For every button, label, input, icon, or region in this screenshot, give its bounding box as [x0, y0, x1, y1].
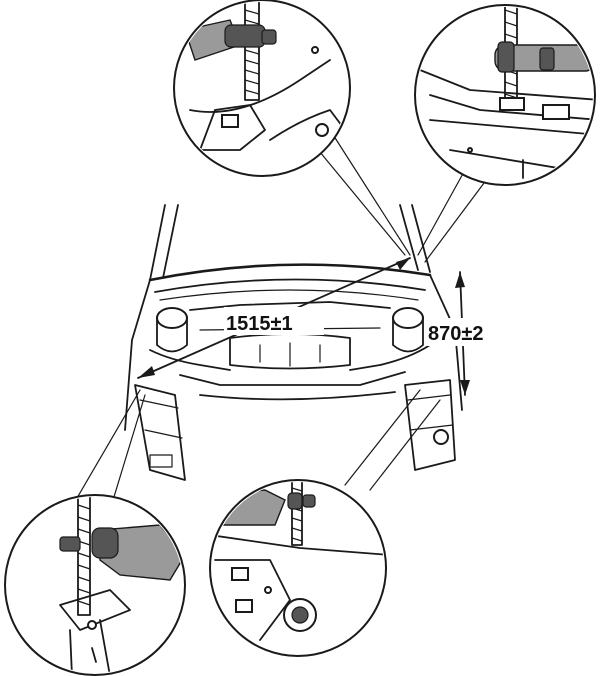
width-dimension-label: 1515±1 [226, 313, 293, 335]
right-chassis-leg [404, 379, 456, 471]
detail-callout-bottom-left [4, 494, 186, 676]
arrowhead-bottom [460, 380, 470, 395]
clamp-knob [224, 24, 266, 48]
left-a-pillar [149, 204, 166, 281]
left-strut-tower [156, 307, 188, 329]
right-strut-tower [392, 307, 424, 329]
detail-callout-top-left [173, 0, 351, 177]
detail-callout-top-right [414, 4, 596, 186]
height-dimension-label: 870±2 [428, 323, 483, 345]
car-body [124, 204, 463, 481]
left-fender [124, 279, 151, 431]
cowl-panel [148, 263, 432, 282]
callout-leaders [69, 129, 491, 511]
dimension-height: 870±2 [426, 271, 520, 396]
detail-callout-bottom-right [209, 479, 387, 657]
dimension-width: 1515±1 [137, 257, 411, 379]
arrowhead-left [138, 366, 155, 378]
right-a-pillar [399, 204, 419, 271]
left-chassis-leg [134, 384, 186, 481]
arrowhead-right [396, 258, 410, 270]
clamp-knob [287, 492, 303, 510]
measuring-rod [77, 497, 91, 616]
arrowhead-top [455, 272, 465, 288]
clamp-knob [91, 527, 119, 559]
